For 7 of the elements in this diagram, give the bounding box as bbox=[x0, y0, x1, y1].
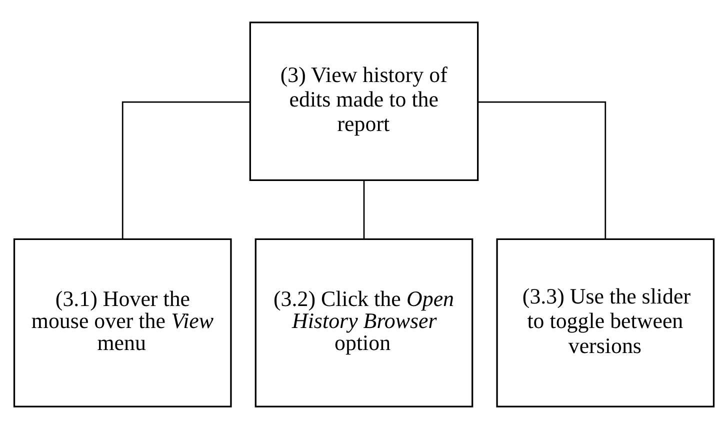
node-box: (3) View history of edits made to the report bbox=[249, 21, 479, 181]
connector bbox=[478, 100, 606, 238]
node-box: (3.2) Click the Open History Browser option bbox=[254, 238, 474, 407]
connector bbox=[363, 180, 365, 238]
node-box: (3.3) Use the slider to toggle between versions bbox=[496, 238, 715, 407]
connector bbox=[122, 100, 250, 238]
node-box: (3.1) Hover the mouse over the View menu bbox=[13, 238, 232, 407]
